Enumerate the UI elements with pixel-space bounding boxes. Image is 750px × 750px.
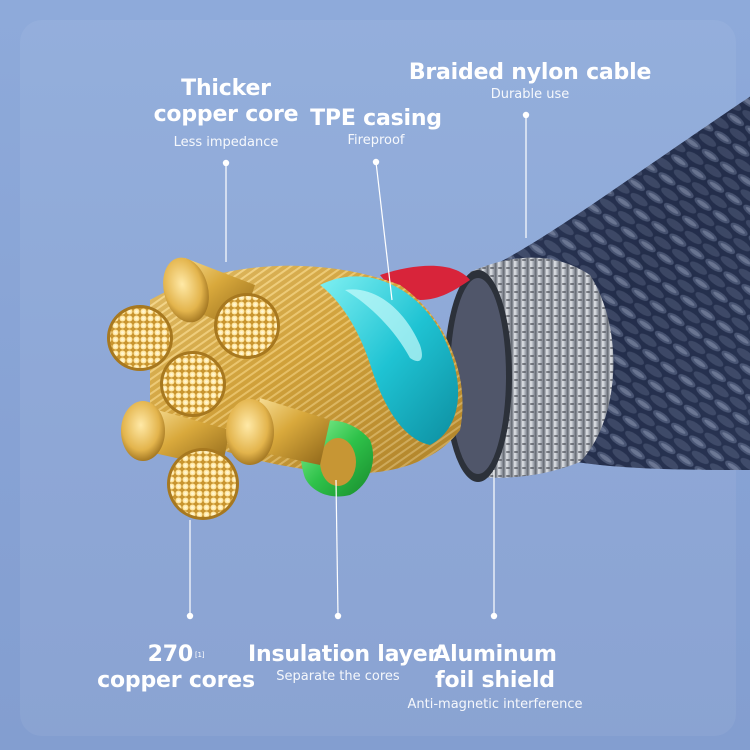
pointer-dot-insulation [334, 612, 342, 620]
label-title: TPE casing [310, 106, 442, 131]
label-title: copper core [153, 102, 299, 127]
tpe-casing-layer [320, 276, 459, 445]
label-title: Thicker [181, 76, 271, 101]
label-braided-nylon-cable: Braided nylon cable Durable use [400, 60, 660, 104]
label-title: Braided nylon cable [408, 60, 652, 85]
label-subtitle: Anti-magnetic interference [407, 697, 583, 712]
label-aluminum-foil-shield: Aluminum foil shield Anti-magnetic inter… [400, 642, 590, 714]
label-tpe-casing: TPE casing Fireproof [296, 106, 456, 150]
label-title: foil shield [435, 668, 555, 693]
footnote-marker: [1] [195, 651, 205, 659]
label-subtitle: Separate the cores [276, 669, 400, 684]
pointer-dot-aluminum [490, 612, 498, 620]
label-subtitle: Fireproof [347, 133, 405, 148]
pointer-dot-copper-cores [186, 612, 194, 620]
pointer-line-tpe [375, 161, 393, 301]
label-insulation-layer: Insulation layer Separate the cores [248, 642, 439, 686]
label-thicker-copper-core: Thicker copper core Less impedance [136, 76, 316, 152]
stranded-copper-faces [107, 293, 280, 520]
pointer-dot-braided [522, 111, 530, 119]
label-subtitle: Less impedance [173, 135, 279, 150]
label-title: copper cores [97, 668, 255, 693]
label-copper-cores: 270[1] copper cores [96, 642, 256, 694]
label-title: Aluminum [433, 642, 557, 667]
label-title: Insulation layer [248, 642, 439, 667]
label-subtitle: Durable use [490, 87, 570, 102]
aluminum-foil-ring [444, 257, 614, 482]
label-title: 270 [147, 642, 194, 667]
pointer-line-insulation [335, 479, 339, 617]
pointer-dot-tpe [372, 158, 380, 166]
pointer-dot-thicker-core [222, 159, 230, 167]
